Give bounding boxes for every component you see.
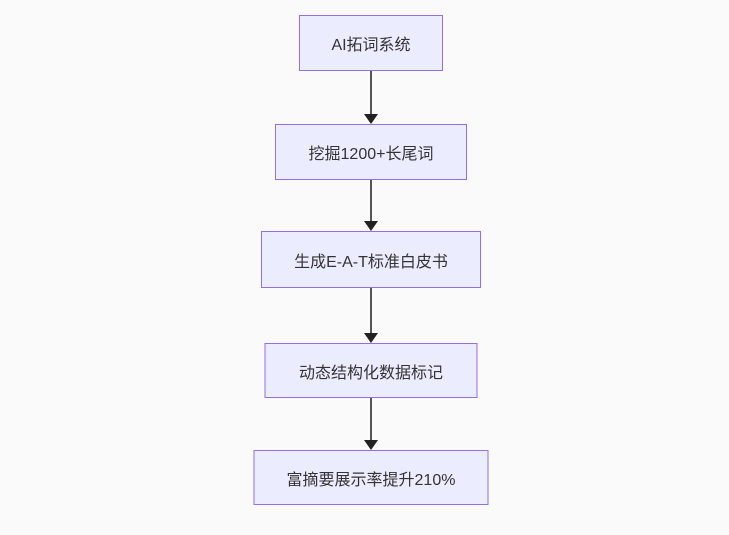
flow-node-ai-keyword-system: AI拓词系统 bbox=[299, 15, 443, 71]
arrow-down-2 bbox=[364, 180, 378, 231]
flow-node-label: 富摘要展示率提升210% bbox=[286, 471, 456, 489]
arrow-down-4 bbox=[364, 398, 378, 450]
arrow-line bbox=[370, 180, 372, 221]
arrowhead-icon bbox=[364, 440, 378, 450]
flow-node-rich-snippet-result: 富摘要展示率提升210% bbox=[253, 450, 489, 505]
flow-node-label: 挖掘1200+长尾词 bbox=[308, 146, 434, 163]
arrow-line bbox=[370, 71, 372, 114]
arrowhead-icon bbox=[364, 333, 378, 343]
arrow-down-1 bbox=[364, 71, 378, 124]
arrow-down-3 bbox=[364, 288, 378, 343]
flow-node-label: 生成E-A-T标准白皮书 bbox=[294, 253, 448, 271]
arrowhead-icon bbox=[364, 221, 378, 231]
flow-node-structured-data-markup: 动态结构化数据标记 bbox=[264, 343, 478, 398]
arrow-line bbox=[370, 288, 372, 333]
flow-node-label: AI拓词系统 bbox=[331, 37, 411, 54]
flow-node-label: 动态结构化数据标记 bbox=[298, 364, 443, 382]
arrowhead-icon bbox=[364, 114, 378, 124]
arrow-line bbox=[370, 398, 372, 440]
flow-node-longtail-mining: 挖掘1200+长尾词 bbox=[275, 124, 467, 180]
flow-node-eat-whitepaper: 生成E-A-T标准白皮书 bbox=[261, 231, 481, 288]
